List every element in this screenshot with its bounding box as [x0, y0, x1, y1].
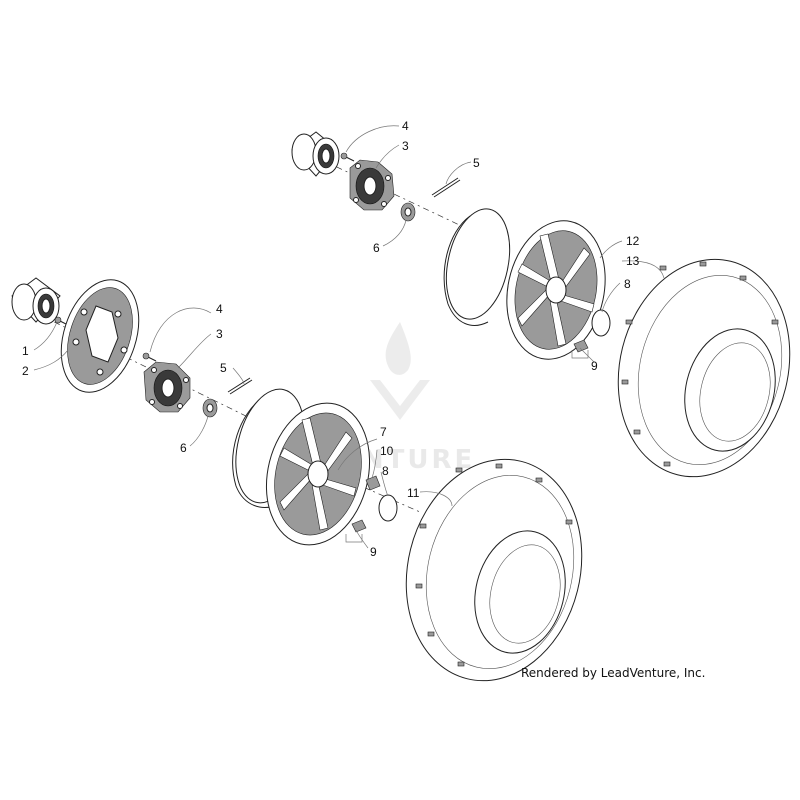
render-credit: Rendered by LeadVenture, Inc. — [521, 666, 705, 680]
lower-center-cap — [378, 494, 398, 522]
upper-cotter-pin — [431, 177, 461, 198]
flame-logo-icon — [385, 322, 411, 375]
upper-axis — [321, 159, 471, 231]
callout-11: 11 — [407, 486, 420, 500]
upper-hub — [349, 159, 395, 211]
upper-center-cap — [591, 309, 611, 337]
lower-tire-tread — [415, 463, 573, 667]
callout-6-lower: 6 — [180, 441, 187, 455]
upper-nut — [400, 202, 416, 222]
callout-8-lower: 8 — [382, 464, 389, 478]
lower-axis — [39, 314, 251, 419]
upper-bolt — [340, 152, 355, 162]
upper-tire-tread — [621, 261, 779, 467]
callout-8-upper: 8 — [624, 277, 631, 291]
callout-3-upper: 3 — [402, 139, 409, 153]
upper-bearing — [291, 131, 340, 177]
callout-5-lower: 5 — [220, 361, 227, 375]
callout-9-lower: 9 — [370, 545, 377, 559]
upper-tire — [617, 258, 791, 478]
lower-cotter-pin — [227, 377, 253, 395]
callout-13: 13 — [626, 254, 640, 268]
callout-9-upper: 9 — [591, 359, 598, 373]
callout-12: 12 — [626, 234, 640, 248]
callout-1: 1 — [22, 344, 29, 358]
callout-2: 2 — [22, 364, 29, 378]
lower-bearing — [11, 277, 61, 325]
lower-wheel-rim — [232, 388, 371, 546]
lower-rim-spokes — [279, 417, 357, 531]
lug-nut — [365, 475, 381, 491]
v-logo-icon — [370, 380, 430, 420]
callout-5-upper: 5 — [473, 156, 480, 170]
callout-10: 10 — [380, 444, 394, 458]
lower-hub-bolt — [142, 352, 157, 362]
callout-labels: 1 2 4 3 5 6 4 3 5 6 12 13 8 9 7 10 8 11 … — [22, 119, 640, 559]
callout-4-lower: 4 — [216, 302, 223, 316]
lower-bolt — [54, 316, 67, 325]
leader-lines — [33, 125, 665, 549]
bracket-9-upper — [571, 350, 589, 359]
callout-6-upper: 6 — [373, 241, 380, 255]
callout-3-lower: 3 — [216, 327, 223, 341]
bracket-9-lower — [345, 534, 363, 543]
upper-valve-stem — [573, 339, 589, 353]
upper-wheel-rim — [443, 208, 606, 360]
lower-hub — [143, 361, 191, 413]
lower-nut — [202, 398, 218, 418]
lower-valve-stem — [351, 519, 367, 533]
callout-7: 7 — [380, 425, 387, 439]
callout-4-upper: 4 — [402, 119, 409, 133]
brake-disc — [60, 279, 140, 393]
lower-tire — [405, 458, 583, 682]
